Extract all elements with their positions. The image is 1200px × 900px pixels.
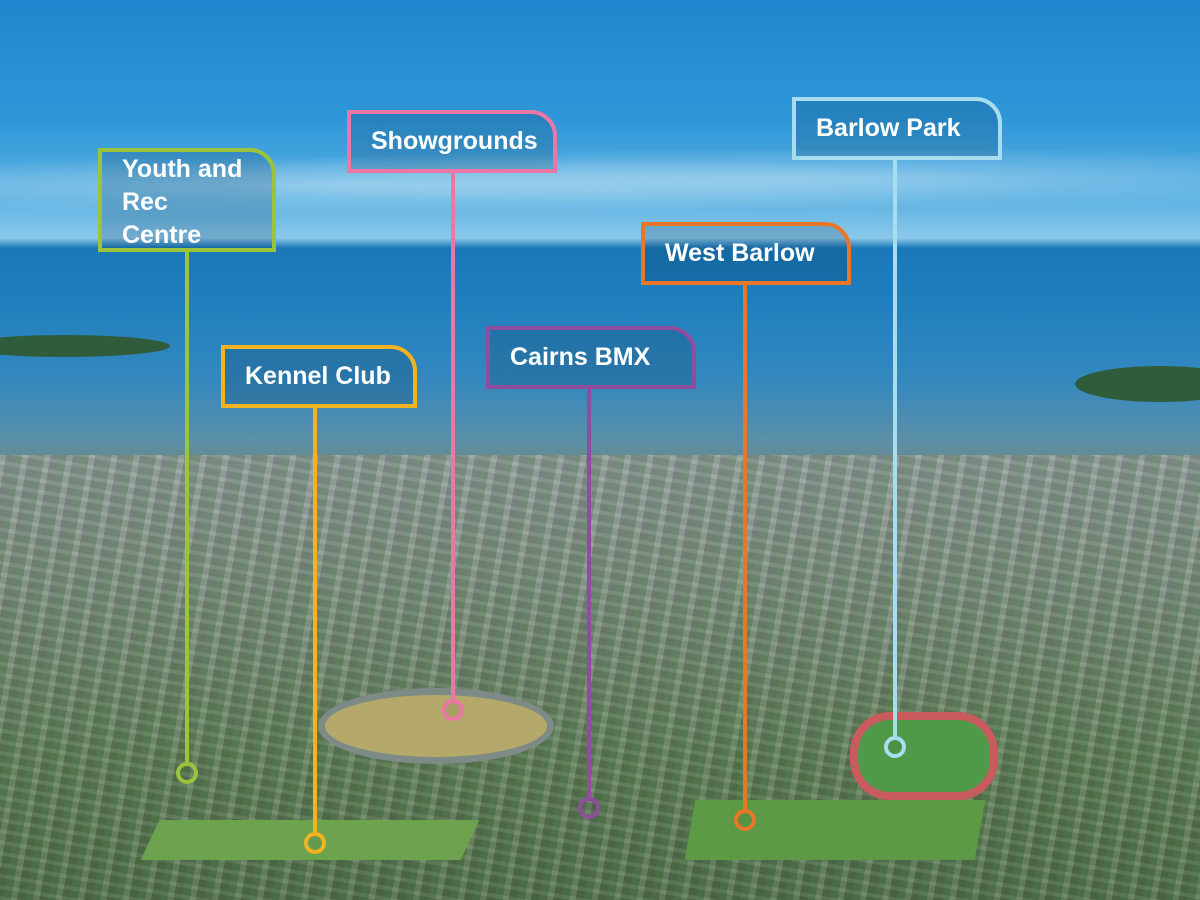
marker-text-west-barlow: West Barlow — [665, 239, 815, 267]
island-right — [1075, 366, 1200, 402]
marker-dot-barlow-park[interactable] — [884, 736, 906, 758]
marker-dot-showgrounds[interactable] — [442, 699, 464, 721]
marker-text-cairns-bmx: Cairns BMX — [510, 343, 651, 371]
clouds — [0, 150, 1200, 220]
marker-label-cairns-bmx: Cairns BMX — [486, 326, 696, 389]
marker-label-barlow-park: Barlow Park — [792, 97, 1002, 160]
marker-dot-west-barlow[interactable] — [734, 809, 756, 831]
marker-stem-barlow-park — [893, 160, 897, 736]
showgrounds-oval — [318, 688, 554, 764]
marker-text-showgrounds: Showgrounds — [371, 127, 538, 155]
marker-text-kennel-club: Kennel Club — [245, 362, 391, 390]
marker-stem-cairns-bmx — [587, 389, 591, 797]
marker-dot-kennel-club[interactable] — [304, 832, 326, 854]
marker-label-kennel-club: Kennel Club — [221, 345, 417, 408]
marker-label-showgrounds: Showgrounds — [347, 110, 557, 173]
marker-stem-youth-rec-centre — [185, 252, 189, 762]
sports-fields — [684, 800, 986, 860]
marker-label-west-barlow: West Barlow — [641, 222, 851, 285]
marker-stem-showgrounds — [451, 173, 455, 699]
marker-text-barlow-park: Barlow Park — [816, 114, 961, 142]
island-left — [0, 335, 170, 357]
barlow-park-track — [850, 712, 998, 800]
marker-dot-youth-rec-centre[interactable] — [176, 762, 198, 784]
marker-stem-west-barlow — [743, 285, 747, 809]
marker-dot-cairns-bmx[interactable] — [578, 797, 600, 819]
marker-text-youth-rec-centre: Youth and Rec Centre — [122, 154, 243, 249]
marker-label-youth-rec-centre: Youth and Rec Centre — [98, 148, 276, 252]
marker-stem-kennel-club — [313, 408, 317, 832]
